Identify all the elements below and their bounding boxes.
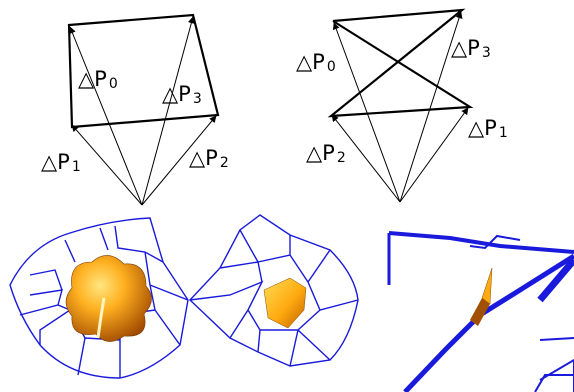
arrow-p2 bbox=[141, 115, 217, 206]
blob-surface bbox=[65, 255, 152, 342]
arrow-p1 bbox=[71, 124, 143, 206]
mesh-grid bbox=[189, 229, 359, 367]
zoom-surface bbox=[470, 267, 493, 326]
panel-bottom-middle bbox=[189, 214, 359, 367]
arrow-p0 bbox=[69, 26, 143, 206]
bowtie-outline bbox=[327, 8, 474, 118]
quad-outline bbox=[67, 13, 220, 129]
mesh-bar-top bbox=[388, 231, 574, 254]
arrow-p3 bbox=[141, 16, 195, 206]
arrow-p2 bbox=[331, 114, 401, 203]
sheet-surface bbox=[263, 277, 307, 329]
arrow-p0 bbox=[332, 22, 401, 203]
arrow-p1 bbox=[399, 107, 469, 203]
arrow-p3 bbox=[399, 11, 463, 203]
